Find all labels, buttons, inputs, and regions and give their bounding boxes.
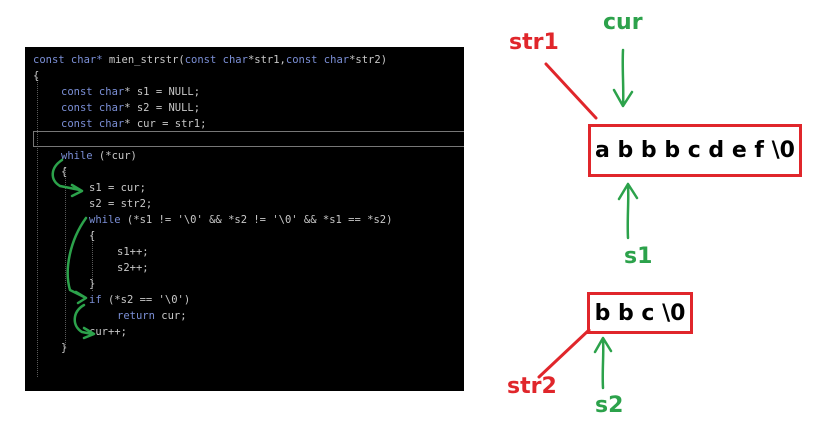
code-keyword: while [61, 150, 93, 162]
code-token: * s2 = NULL; [124, 102, 201, 114]
code-token: cur++; [89, 326, 127, 338]
code-line: const char* s2 = NULL; [61, 100, 200, 116]
s2-label: s2 [595, 393, 624, 418]
code-line: { [89, 228, 95, 244]
code-token: } [61, 342, 68, 354]
code-line: s1 = cur; [89, 180, 146, 196]
code-line: } [61, 340, 67, 356]
cur-label: cur [603, 10, 643, 35]
s1-label: s1 [624, 244, 653, 269]
code-line: } [89, 276, 95, 292]
code-line: s1++; [117, 244, 149, 260]
code-token: s2 = str2; [89, 198, 153, 210]
indent-guide [92, 231, 93, 291]
code-token: } [33, 390, 39, 391]
code-token: } [89, 278, 96, 290]
code-line: while (*cur) [61, 148, 137, 164]
code-keyword: const char [285, 54, 350, 66]
code-keyword: if [89, 294, 102, 306]
code-editor-panel: const char* mien_strstr(const char*str1,… [25, 47, 464, 391]
str2-pointer-line [537, 328, 591, 379]
code-keyword: const char [61, 86, 125, 98]
string2-box: b b c \0 [587, 292, 693, 334]
code-keyword: const char [61, 118, 125, 130]
loop-arrow-inner [66, 216, 88, 305]
s1-arrow [617, 182, 639, 240]
code-line: return cur; [117, 308, 187, 324]
code-token: { [61, 166, 68, 178]
code-token: (*s2 == '\0') [101, 294, 191, 306]
current-line-highlight [33, 131, 464, 147]
code-token: cur; [154, 310, 187, 322]
code-line: const char* s1 = NULL; [61, 84, 200, 100]
code-keyword: const char [61, 102, 125, 114]
code-line: s2 = str2; [89, 196, 152, 212]
str2-label: str2 [507, 374, 557, 399]
code-line: while (*s1 != '\0' && *s2 != '\0' && *s1… [89, 212, 392, 228]
loop-arrow-outer [51, 158, 84, 198]
str1-pointer-line [544, 62, 598, 120]
code-token: * cur = str1; [124, 118, 207, 130]
s2-arrow [593, 336, 613, 390]
string1-box: a b b b c d e f \0 [588, 124, 802, 177]
code-line: s2++; [117, 260, 149, 276]
indent-guide [65, 167, 66, 347]
code-token: { [89, 230, 96, 242]
code-token: *str1, [247, 54, 286, 66]
str1-label: str1 [509, 30, 559, 55]
code-line: { [61, 164, 67, 180]
code-line: if (*s2 == '\0') [89, 292, 190, 308]
code-token: s2++; [117, 262, 149, 274]
code-keyword: const char [184, 54, 248, 66]
code-line: { [33, 68, 39, 84]
code-token: (*cur) [92, 150, 137, 162]
code-token: s1 = cur; [89, 182, 146, 194]
code-keyword: while [89, 214, 121, 226]
code-token: { [33, 70, 40, 82]
code-line: cur++; [89, 324, 127, 340]
code-token: mien_strstr( [108, 54, 185, 66]
code-line: const char* cur = str1; [61, 116, 206, 132]
code-token: (*s1 != '\0' && *s2 != '\0' && *s1 == *s… [120, 214, 393, 226]
loop-arrow-cur [73, 303, 96, 340]
code-token: * s1 = NULL; [124, 86, 201, 98]
cur-arrow [612, 48, 634, 108]
code-keyword: const char* [33, 54, 109, 66]
code-line: } [33, 388, 39, 391]
code-token: *str2) [349, 54, 388, 66]
code-line: const char* mien_strstr(const char*str1,… [33, 52, 387, 68]
code-keyword: return [117, 310, 155, 322]
code-token: s1++; [117, 246, 149, 258]
indent-guide [37, 77, 38, 377]
